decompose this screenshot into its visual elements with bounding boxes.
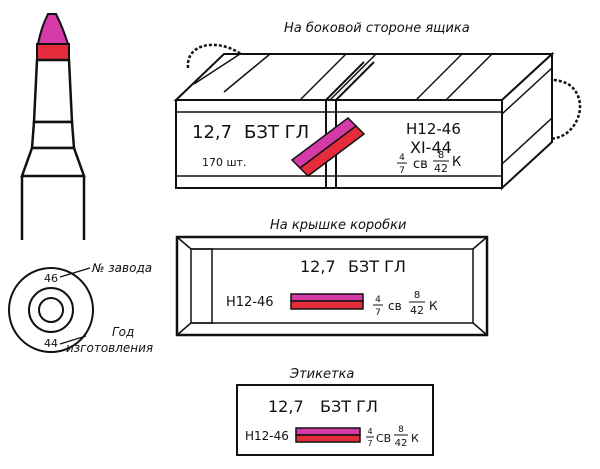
label-powder-mark: 4 7 СВ 8 42 К: [366, 425, 419, 449]
label-powder: СВ: [376, 432, 391, 445]
cartridge: [20, 13, 86, 240]
crate-frac1-den: 7: [399, 166, 405, 176]
headstamp-year: 44: [44, 337, 58, 350]
label-frac1-num: 4: [367, 427, 372, 436]
box-lid-left-end: [191, 248, 213, 324]
box-lid: На крышке коробки 12,7 БЗТ ГЛ Н12-46 4 7…: [175, 218, 489, 337]
ammo-label: Этикетка 12,7 БЗТ ГЛ Н12-46 4 7 СВ 8 42 …: [236, 367, 434, 456]
crate-frac2-den: 42: [434, 162, 448, 175]
lid-slat-line-3: [415, 53, 493, 101]
headstamp-factory-number: 46: [44, 272, 58, 285]
box-lid-color-stripe: [290, 293, 364, 310]
crate-powder-suffix: К: [452, 155, 461, 170]
label-frame: [236, 384, 434, 456]
label-powder-suffix: К: [411, 432, 419, 445]
label-lot: Н12-46: [245, 429, 289, 443]
label-frac2-num: 8: [398, 425, 404, 435]
bullet-red-band: [36, 43, 70, 61]
label-stripe-magenta: [295, 427, 361, 436]
box-lid-caption: На крышке коробки: [270, 218, 406, 233]
year-leader-line: [59, 335, 87, 345]
headstamp-middle-ring: [28, 287, 74, 333]
label-caliber: 12,7: [268, 397, 304, 416]
crate: На боковой стороне ящика 12,7 БЗТ ГЛ 170…: [173, 21, 582, 191]
crate-type: БЗТ ГЛ: [244, 122, 309, 143]
box-lid-stripe-magenta: [290, 293, 364, 302]
box-lid-lot: Н12-46: [226, 295, 274, 310]
year-caption-line2: изготовления: [66, 341, 153, 355]
label-stripe-red: [295, 434, 361, 443]
box-lid-powder: св: [388, 299, 402, 313]
crate-color-stripe: [290, 117, 366, 177]
crate-side-caption: На боковой стороне ящика: [284, 21, 470, 36]
factory-leader-line: [59, 267, 91, 278]
box-lid-caliber: 12,7: [300, 257, 336, 276]
box-lid-inner-frame: [190, 248, 474, 324]
crate-date: XI-44: [410, 138, 452, 157]
crate-powder: св: [413, 157, 428, 172]
bullet-body: [32, 58, 74, 124]
label-color-stripe: [295, 427, 361, 443]
label-type: БЗТ ГЛ: [320, 397, 378, 416]
box-lid-powder-mark: 4 7 св 8 42 К: [373, 290, 438, 318]
crate-lot: Н12-46: [406, 120, 461, 138]
crate-frac2-num: 8: [438, 150, 444, 161]
crate-quantity: 170 шт.: [202, 156, 246, 169]
bullet-tip: [36, 13, 70, 45]
box-lid-type: БЗТ ГЛ: [348, 257, 406, 276]
headstamp-outer-ring: [8, 267, 94, 353]
box-lid-frac2-num: 8: [414, 290, 420, 301]
cartridge-case: [20, 176, 86, 240]
factory-caption: № завода: [91, 261, 152, 275]
box-lid-frac2-den: 42: [410, 304, 424, 317]
cartridge-neck: [30, 120, 76, 150]
crate-right-end-slats: [501, 67, 553, 165]
label-frac2-den: 42: [395, 438, 408, 449]
crate-caliber: 12,7: [192, 122, 232, 143]
lid-slat-line-1: [193, 53, 271, 93]
box-lid-powder-suffix: К: [429, 299, 438, 313]
box-lid-corner-lines: [176, 236, 488, 336]
crate-lid-top: [173, 53, 555, 101]
lid-slat-line-2: [299, 53, 377, 101]
label-frac1-den: 7: [367, 439, 372, 448]
year-caption-line1: Год: [112, 325, 134, 339]
primer-ring: [38, 297, 64, 323]
left-rope-handle: [186, 43, 255, 81]
crate-strap-over-lid: [325, 61, 375, 101]
crate-frac1-num: 4: [399, 153, 405, 163]
box-lid-frac1-num: 4: [375, 295, 381, 305]
label-caption: Этикетка: [289, 367, 354, 382]
box-lid-stripe-red: [290, 300, 364, 310]
headstamp: 46 44 № завода Год изготовления: [8, 261, 153, 355]
crate-stripe-red: [298, 125, 366, 177]
crate-powder-mark: 4 7 св 8 42 К: [397, 150, 461, 176]
cartridge-shoulder: [20, 146, 86, 178]
box-lid-frac1-den: 7: [375, 308, 381, 318]
